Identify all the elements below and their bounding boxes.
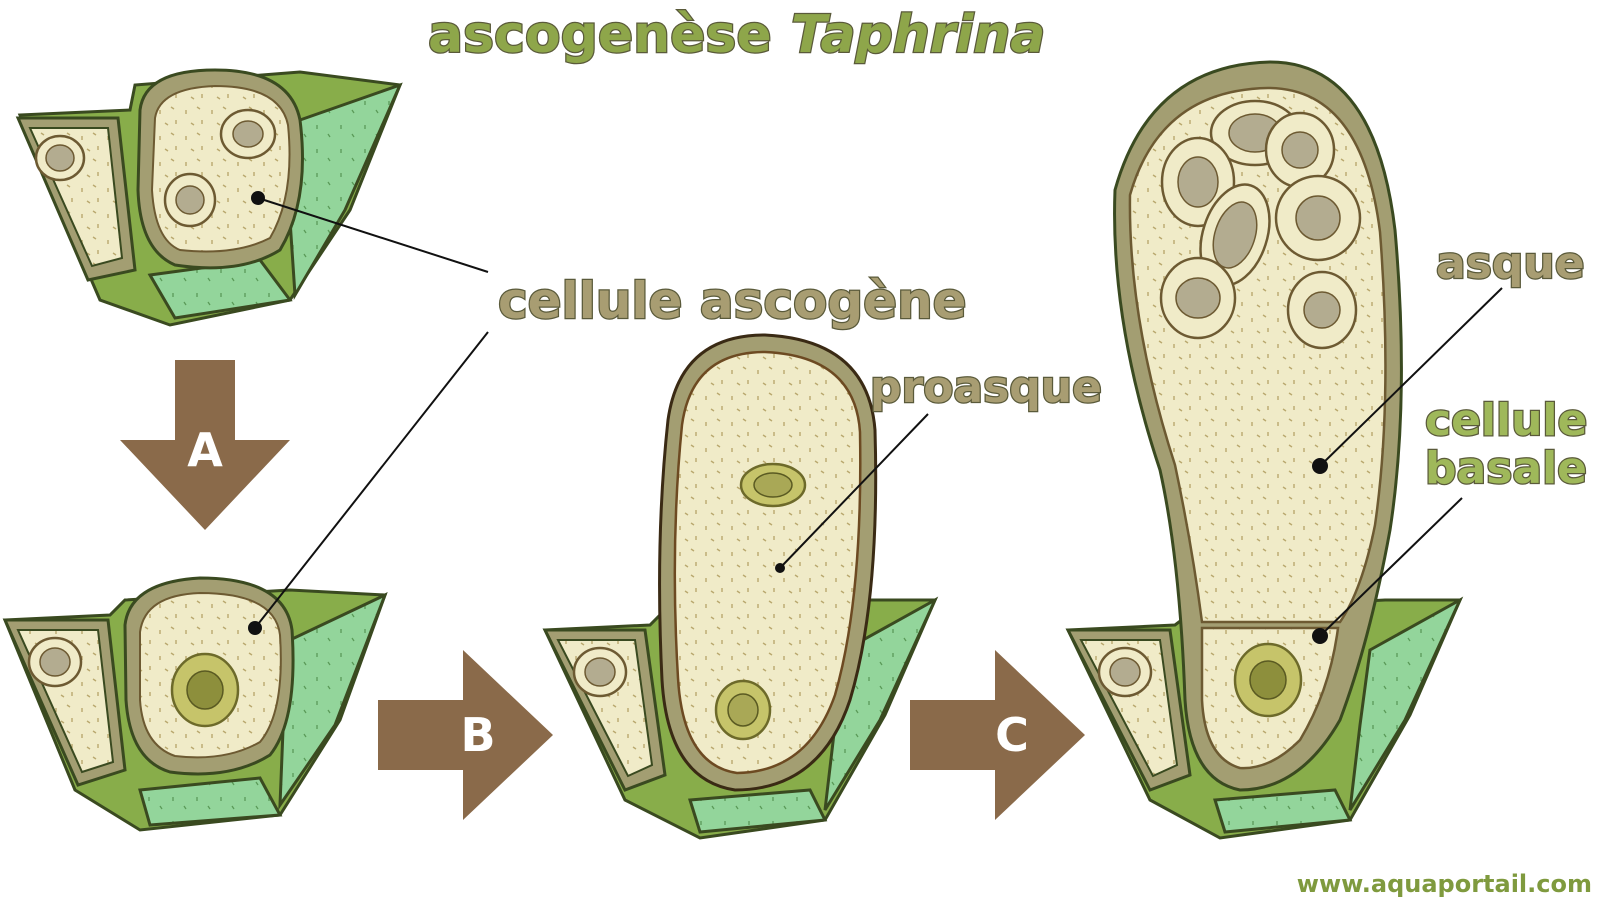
ascospores xyxy=(1159,99,1362,350)
diagram-title: ascogenèse Taphrina xyxy=(428,5,1045,65)
label-ascogenous-cell: cellule ascogène xyxy=(498,272,967,330)
arrow-step-c: C xyxy=(910,650,1085,820)
step-c-label: C xyxy=(995,708,1029,762)
leader-basal-cell xyxy=(1319,497,1463,637)
stage-1-ascogenous-cell xyxy=(136,68,304,270)
step-a-label: A xyxy=(187,423,223,477)
title-prefix: ascogenèse xyxy=(428,5,772,65)
label-ascus: asque xyxy=(1436,238,1585,289)
stage-4-tissue xyxy=(1065,596,1464,840)
leader-ascogenous-bottom xyxy=(254,331,489,629)
arrow-step-a: A xyxy=(120,360,290,530)
stage-2-ascogenous-cell xyxy=(123,576,295,776)
leader-ascogenous-top xyxy=(257,197,489,273)
leader-proascus xyxy=(779,413,929,569)
label-basal-cell-line1: cellule xyxy=(1425,395,1587,446)
source-credit: www.aquaportail.com xyxy=(1297,870,1592,898)
label-proascus: proasque xyxy=(870,362,1102,413)
step-b-label: B xyxy=(460,708,495,762)
leader-ascus xyxy=(1319,287,1503,467)
stage-4-ascus xyxy=(1113,60,1403,792)
title-genus: Taphrina xyxy=(791,5,1045,65)
stage-3-proascus xyxy=(658,333,878,792)
label-basal-cell-line2: basale xyxy=(1425,443,1587,494)
arrow-step-b: B xyxy=(378,650,553,820)
